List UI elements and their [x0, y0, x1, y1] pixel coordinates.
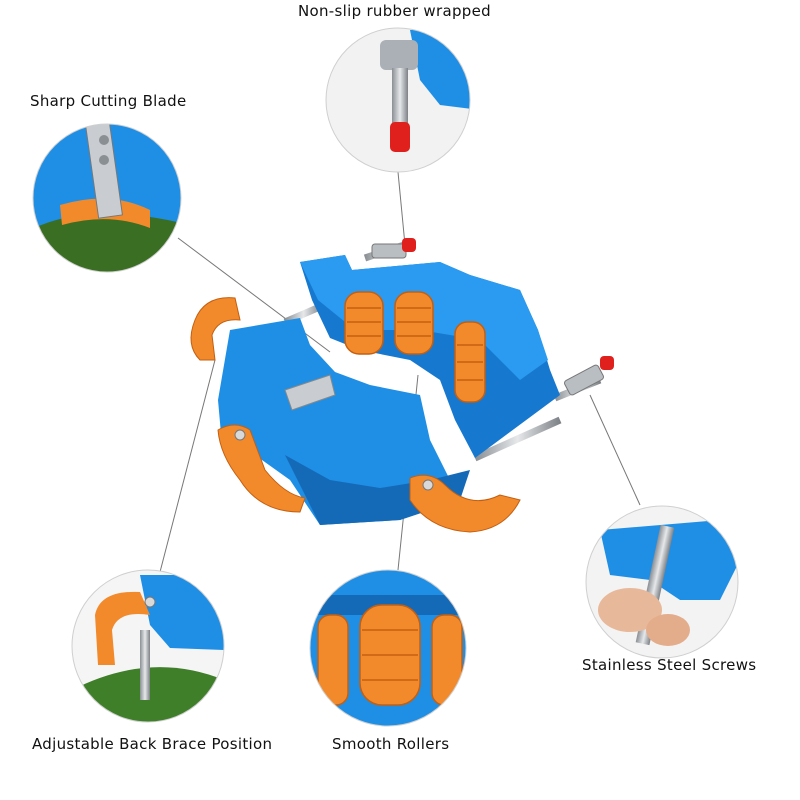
- callout-label-screws: Stainless Steel Screws: [582, 656, 757, 674]
- callout-label-blade: Sharp Cutting Blade: [30, 92, 187, 110]
- callout-rubber-image: [325, 27, 471, 173]
- callout-screws-image: [585, 505, 739, 659]
- callout-label-rollers: Smooth Rollers: [332, 735, 450, 753]
- callout-label-brace: Adjustable Back Brace Position: [32, 735, 273, 753]
- cutter-main: [190, 238, 614, 533]
- callout-label-rubber: Non-slip rubber wrapped: [298, 2, 491, 20]
- callout-rollers-image: [309, 569, 467, 727]
- callout-blade-image: [32, 123, 182, 273]
- callout-brace-image: [71, 569, 225, 723]
